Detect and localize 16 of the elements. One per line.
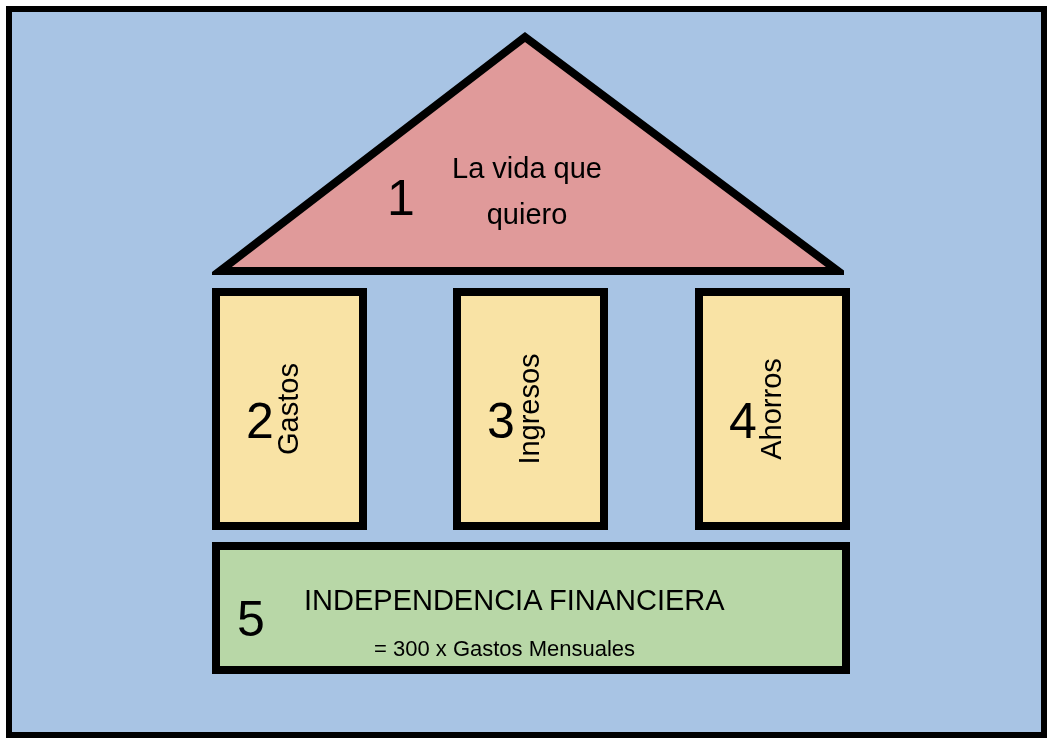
pillar-box — [453, 288, 608, 530]
pillar-label: Ahorros — [756, 358, 786, 460]
pillar-label: Gastos — [273, 363, 303, 455]
step-number: 5 — [237, 594, 265, 644]
step-number: 1 — [387, 173, 415, 223]
step-number: 2 — [246, 396, 274, 446]
pillar-box — [212, 288, 367, 530]
base-title: INDEPENDENCIA FINANCIERA — [304, 586, 725, 615]
roof-triangle — [212, 30, 844, 276]
roof-label: La vida que quiero — [451, 151, 603, 232]
step-number: 3 — [487, 396, 515, 446]
pillar-box — [695, 288, 850, 530]
pillar-label: Ingresos — [514, 353, 544, 465]
base-box — [212, 542, 850, 674]
step-number: 4 — [729, 396, 757, 446]
base-subtitle: = 300 x Gastos Mensuales — [374, 638, 636, 660]
